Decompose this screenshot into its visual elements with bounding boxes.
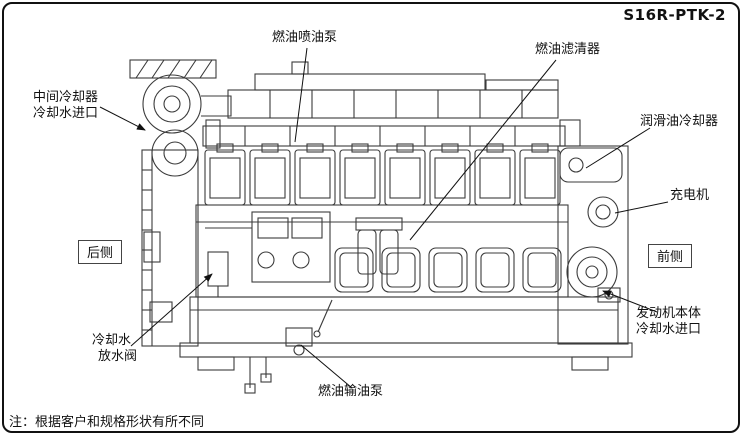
label-fuel-feed-pump: 燃油输油泵 xyxy=(318,384,384,399)
leader-arrow-intercooler-inlet xyxy=(99,106,146,131)
leader-arrow-engine-body-inlet xyxy=(602,290,658,313)
label-drain-valve-line2: 放水阀 xyxy=(98,349,138,364)
label-fuel-injection-pump: 燃油喷油泵 xyxy=(272,30,338,45)
label-drain-valve-line1: 冷却水 xyxy=(92,333,132,348)
label-intercooler-inlet-line2: 冷却水进口 xyxy=(33,106,99,121)
note-text: 注：根据客户和规格形状有所不同 xyxy=(9,415,205,430)
leader-fuel-injection-pump xyxy=(294,47,308,143)
label-lube-oil-cooler: 润滑油冷却器 xyxy=(640,114,719,129)
model-number: S16R-PTK-2 xyxy=(623,6,726,24)
engine-line-art xyxy=(129,59,633,394)
label-rear-side: 后侧 xyxy=(78,240,123,264)
label-intercooler-inlet-line1: 中间冷却器 xyxy=(33,90,99,105)
label-engine-body-inlet-line1: 发动机本体 xyxy=(636,306,702,321)
leader-lube-oil-cooler xyxy=(585,127,651,169)
leader-fuel-filter xyxy=(409,59,557,241)
leader-alternator xyxy=(614,201,669,214)
label-engine-body-inlet: 发动机本体 冷却水进口 xyxy=(636,306,701,338)
label-fuel-filter: 燃油滤清器 xyxy=(535,42,601,57)
label-engine-body-inlet-line2: 冷却水进口 xyxy=(636,322,702,337)
leader-arrow-drain-valve xyxy=(130,273,213,347)
label-front-side: 前侧 xyxy=(648,244,693,268)
label-drain-valve: 冷却水 放水阀 xyxy=(92,333,137,365)
label-intercooler-inlet: 中间冷却器 冷却水进口 xyxy=(33,90,98,122)
label-alternator: 充电机 xyxy=(670,188,710,203)
leader-fuel-feed-pump xyxy=(300,344,353,389)
